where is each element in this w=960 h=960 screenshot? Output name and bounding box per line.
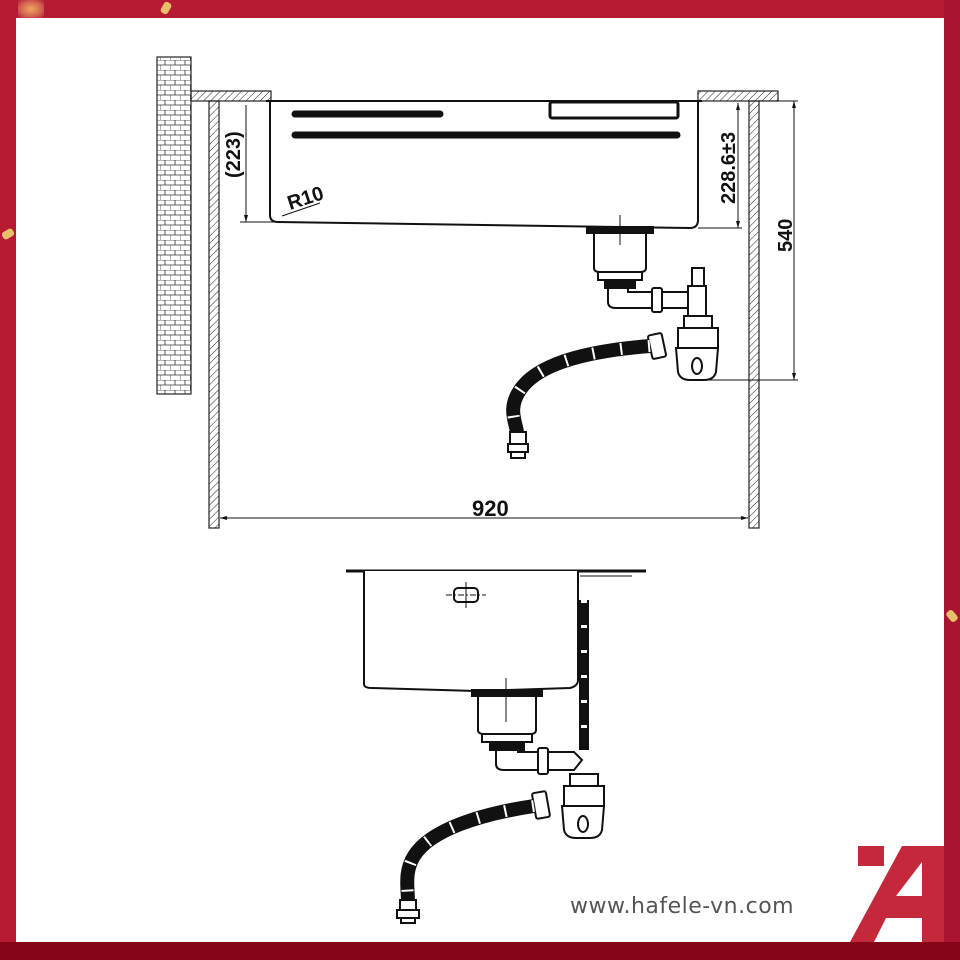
hafele-logo-icon [850, 846, 944, 942]
drain-trap-side [495, 747, 606, 839]
side-view [346, 569, 646, 924]
cabinet-side-left [208, 100, 220, 529]
front-view: (223) R10 228.6±3 540 920 [156, 56, 798, 529]
frame-bottom [0, 942, 960, 960]
wall-brick [156, 56, 192, 395]
hose-end [507, 431, 529, 459]
website-url[interactable]: www.hafele-vn.com [570, 894, 795, 919]
hose-end-side [396, 899, 420, 924]
drain-trap [607, 267, 720, 381]
drain-strainer-side [471, 678, 543, 751]
drain-hose [506, 339, 651, 434]
overflow-cover [548, 100, 680, 120]
dim-cabinet-width: 920 [472, 496, 509, 521]
countertop-right [697, 90, 779, 102]
dim-bowl-depth: (223) [223, 131, 245, 178]
confetti-glow [18, 0, 44, 18]
frame-right [944, 0, 960, 942]
dim-depth-tolerance: 228.6±3 [718, 132, 740, 204]
countertop-left [190, 90, 272, 102]
dim-cabinet-height: 540 [775, 219, 797, 252]
cabinet-side-right [748, 100, 760, 529]
sink-bowl [269, 101, 699, 230]
drain-hose-side [400, 799, 536, 903]
